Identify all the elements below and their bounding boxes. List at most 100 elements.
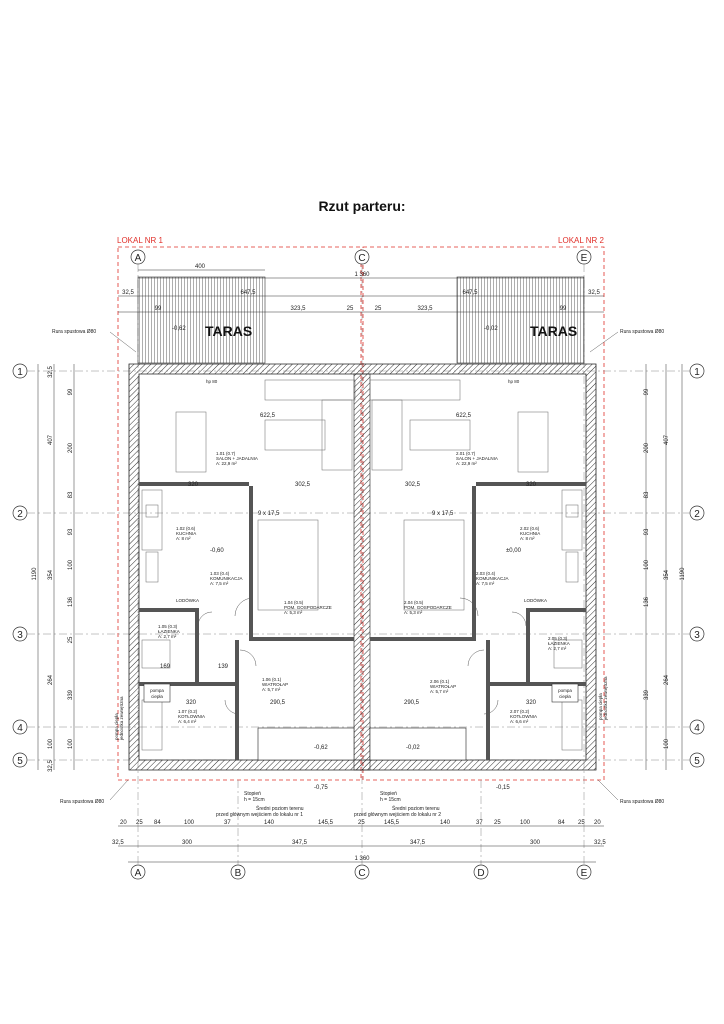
room-name: SALON + JADALNIA [456,456,498,461]
room-area: A: 22,9 m² [456,461,477,466]
bottom-dimension-lines [118,825,604,863]
dim-302-5-right: 302,5 [405,482,421,488]
downpipe-bottom-left: Rura spustowa Ø80 [60,799,104,805]
downpipe-bottom-right: Rura spustowa Ø80 [620,799,664,805]
unit-label-2: LOKAL NR 2 [558,236,604,245]
interior-dims: 622,5 622,5 302,5 302,5 320 320 320 320 … [160,379,547,706]
dim-b9: 145,5 [384,820,400,826]
dim-r2-1: 32,5 [112,840,124,846]
dim-b11: 37 [476,820,483,826]
avg-ground-right-2: przed głównym wejściem do lokalu nr 2 [354,812,441,818]
room-area: A: 22,9 m² [216,461,237,466]
level-ground-right: ±0,00 [506,548,522,554]
dim-139: 139 [218,664,229,670]
room-area: A: 6,6 m² [510,719,529,724]
dim-b8: 25 [358,820,365,826]
dim-right-339: 339 [644,689,650,700]
room-code: 1.05 (0.3) [158,624,178,629]
dim-320-left-b: 320 [186,700,197,706]
dim-left-32-5-bottom: 32,5 [48,760,54,772]
dim-small-99-right: 99 [560,306,567,312]
dim-left-264: 264 [48,674,54,685]
room-area: A: 5,7 m² [430,689,449,694]
dim-622-5-right: 622,5 [456,413,472,419]
dim-left-83: 83 [68,491,74,498]
axis-letter-e-bottom: E [581,868,588,879]
dim-r2-3: 347,5 [292,840,308,846]
axis-letter-a-bottom: A [135,868,142,879]
hp80-left: hp 80 [206,379,218,384]
heat-pump-unit-left-2: jednostka zewnętrzna [119,696,124,741]
room-name: SALON + JADALNIA [216,456,258,461]
dim-left-100: 100 [48,738,54,749]
hp80-right: hp 80 [508,379,520,384]
dim-left-407: 407 [48,434,54,445]
room-labels-right: 2.01 (0.7) SALON + JADALNIA A: 22,9 m² 2… [404,451,570,724]
room-name: KUCHNIA [176,531,196,536]
terrace-label-right: TARAS [530,323,577,339]
axis-letter-b-bottom: B [235,868,242,879]
dim-r2-2: 300 [182,840,193,846]
dim-b5: 37 [224,820,231,826]
room-area: A: 5,3 m² [404,610,423,615]
room-code: 1.02 (0.6) [176,526,196,531]
avg-ground-right-1: Średni poziom terenu [392,804,440,812]
dim-inner-a: 323,5 [290,306,306,312]
axis-number-2-left: 2 [17,509,23,520]
room-name: KOMUNIKACJA [210,576,243,581]
dim-right-354: 354 [664,569,670,580]
terrace-left [137,276,266,364]
room-code: 1.07 (0.2) [178,709,198,714]
dim-right-264: 264 [664,674,670,685]
room-area: A: 5,3 m² [284,610,303,615]
avg-ground-left-2: przed głównym wejściem do lokalu nr 1 [216,812,303,818]
dim-b3: 84 [154,820,161,826]
room-code: 2.06 (0.1) [430,679,450,684]
heat-pump-right: pompa ciepła [551,683,579,703]
dim-left-99: 99 [68,388,74,395]
dim-right-407: 407 [664,434,670,445]
dim-left-100-i: 100 [68,559,74,570]
room-code: 2.07 (0.2) [510,709,530,714]
heat-pump-left-line2: ciepła [151,694,163,699]
room-name: KOTŁOWNIA [510,714,537,719]
axis-number-4-right: 4 [694,723,700,734]
dim-edge-right: 32,5 [588,290,600,296]
axis-number-5-left: 5 [17,756,23,767]
dim-r2-6: 32,5 [594,840,606,846]
axis-letter-c-top: C [358,253,365,264]
dim-622-5-left: 622,5 [260,413,276,419]
dim-edge-left: 32,5 [122,290,134,296]
room-area: A: 2,7 m² [548,646,567,651]
room-area: A: 7,5 m² [476,581,495,586]
room-code: 2.02 (0.6) [520,526,540,531]
dim-b12: 25 [494,820,501,826]
room-code: 2.04 (0.5) [404,600,424,605]
dim-320-right-b: 320 [526,700,537,706]
dim-b13: 100 [520,820,531,826]
level-markers: -0,62 -0,02 -0,60 ±0,00 -0,62 -0,02 -0,7… [172,326,522,791]
dim-right-99: 99 [644,388,650,395]
heat-pump-right-line2: ciepła [559,694,571,699]
dim-inner-b: 323,5 [417,306,433,312]
stairs-left: 9 x 17,5 [258,511,280,517]
dim-290-5-right: 290,5 [404,700,420,706]
axis-number-1-left: 1 [17,367,23,378]
axis-number-5-right: 5 [694,756,700,767]
downpipe-top-left: Rura spustowa Ø80 [52,329,96,335]
room-area: A: 7,5 m² [210,581,229,586]
dim-right-136: 136 [644,596,650,607]
dim-b1: 20 [120,820,127,826]
dim-169: 169 [160,664,171,670]
dim-left-100-b: 100 [68,738,74,749]
dim-half-b: 647,5 [462,290,478,296]
heat-pump-unit-right-2: jednostka zewnętrzna [603,676,608,721]
dim-left-200: 200 [68,442,74,453]
room-name: KUCHNIA [520,531,540,536]
level-taras-left: -0,62 [172,326,186,332]
axis-number-3-left: 3 [17,630,23,641]
axis-letters-top: A C E [130,249,592,265]
room-area: A: 8 m² [520,536,535,541]
axis-numbers: 1 2 3 4 5 1 2 3 4 5 [12,363,705,768]
dim-320-left: 320 [188,482,199,488]
